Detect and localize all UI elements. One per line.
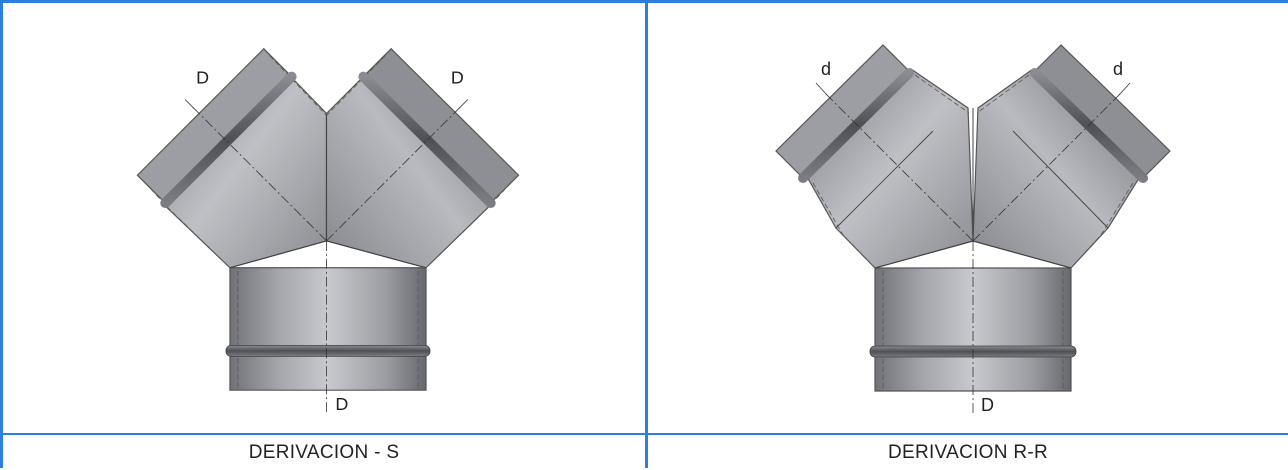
label-bottom: D	[981, 395, 994, 415]
panel-derivacion-s: D D D DERIVACION - S	[3, 3, 648, 468]
left-ring	[160, 71, 297, 209]
label-top-right: d	[1113, 59, 1123, 79]
label-top-left: d	[821, 59, 831, 79]
panel-derivacion-r-r: d d D DERIVACION R-R	[648, 3, 1288, 468]
label-top-left: D	[196, 68, 209, 88]
caption-derivacion-r-r: DERIVACION R-R	[648, 433, 1288, 470]
stem-body	[229, 267, 427, 391]
derivacion-s-drawing: D D D	[136, 47, 520, 414]
stem-ring	[225, 345, 431, 357]
derivacion-rr-drawing: d d D	[775, 44, 1171, 415]
left-ring	[798, 68, 914, 183]
label-bottom: D	[335, 394, 348, 414]
right-ring	[358, 71, 496, 209]
label-top-right: D	[451, 68, 464, 88]
caption-derivacion-s: DERIVACION - S	[3, 433, 645, 470]
